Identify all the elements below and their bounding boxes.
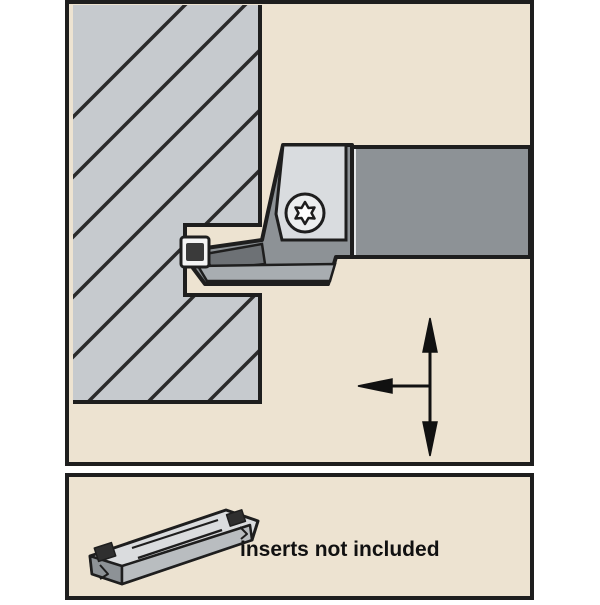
- tool-head: [179, 143, 354, 286]
- tool-lower-edge: [195, 262, 337, 283]
- workpiece-section: [73, 5, 262, 404]
- double-arrow-vertical-icon: [422, 317, 438, 457]
- insert-panel: [65, 473, 534, 600]
- section-hatching: [73, 5, 260, 402]
- grooving-insert-icon: [88, 508, 260, 586]
- arrow-left-icon: [357, 378, 430, 394]
- diagram-panel: [65, 0, 534, 466]
- torx-screw-icon: [284, 192, 326, 234]
- tool-shank: [346, 145, 532, 259]
- grooving-insert-tip: [179, 235, 211, 269]
- inserts-note: inserts not included: [240, 538, 440, 561]
- motion-arrows: [357, 317, 438, 457]
